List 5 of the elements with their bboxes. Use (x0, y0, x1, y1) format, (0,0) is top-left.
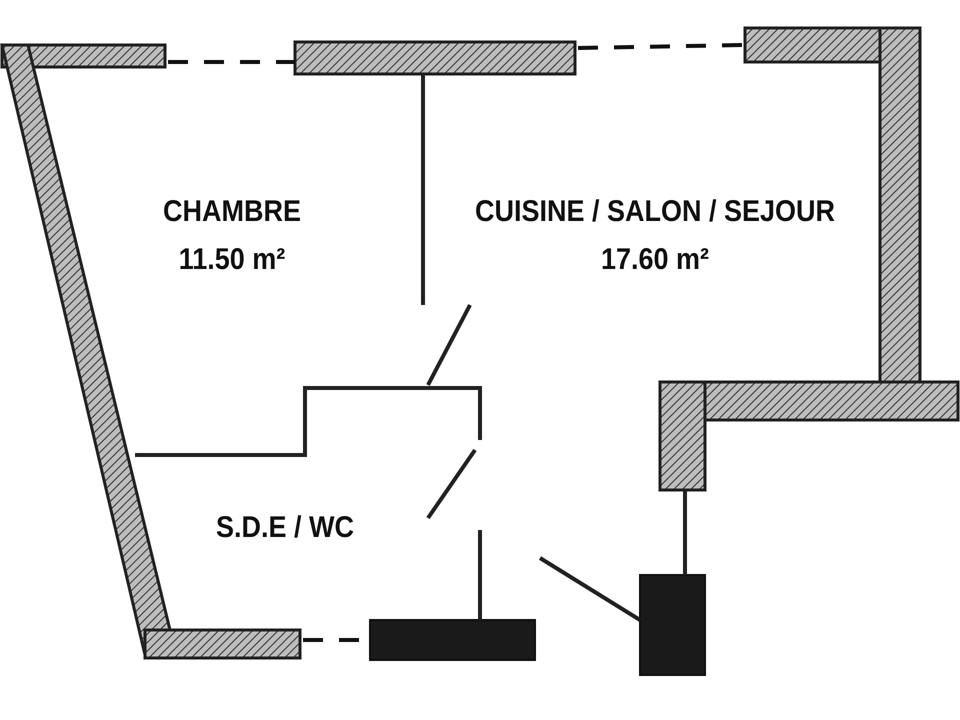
area-label: 11.50 m² (178, 243, 286, 277)
room-label: CUISINE / SALON / SEJOUR (474, 195, 836, 229)
room-label: CHAMBRE (163, 195, 301, 229)
room-label: S.D.E / WC (216, 511, 354, 545)
area-label: 17.60 m² (600, 243, 710, 277)
